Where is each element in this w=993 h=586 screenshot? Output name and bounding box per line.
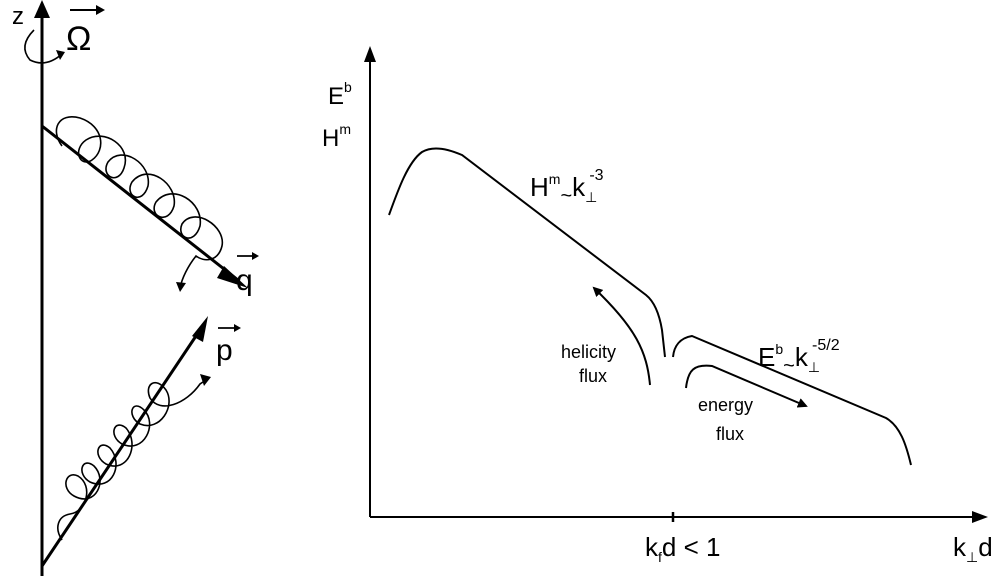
wave-q-helix — [55, 116, 223, 289]
energy-power-law: Eb~k⊥-5/2 — [758, 337, 840, 377]
tick-label-kfd: kfd < 1 — [645, 532, 720, 565]
y-axis-arrowhead — [364, 46, 376, 62]
wave-p-helix-arrowhead — [200, 374, 211, 386]
p-label: p — [216, 334, 233, 367]
wave-p-arrowhead — [192, 316, 208, 342]
energy-spectrum-curve — [672, 334, 912, 466]
p-vector-arrowhead — [234, 324, 241, 332]
wave-p-helix — [57, 379, 207, 541]
helicity-flux-arrow — [592, 286, 651, 386]
q-label: q — [236, 264, 253, 297]
wave-q-axis — [41, 124, 239, 282]
helicity-power-law: Hm~k⊥-3 — [530, 167, 604, 207]
wave-p-axis — [40, 329, 202, 567]
x-axis-arrowhead — [972, 511, 988, 523]
q-vector-arrowhead — [252, 252, 259, 260]
helicity-spectrum-curve — [388, 147, 666, 358]
energy-flux-label-line1: energy — [698, 395, 753, 415]
wave-q-arrowhead — [217, 266, 248, 288]
energy-flux-label-line2: flux — [716, 424, 744, 444]
energy-flux-arrow — [685, 364, 808, 408]
x-label-kperp-d: k⊥d — [953, 532, 993, 565]
omega-symbol: Ω — [66, 20, 91, 58]
y-label-hm: Hm — [322, 121, 351, 152]
rotation-frame: z Ω q p — [12, 0, 259, 576]
helicity-flux-label-line1: helicity — [561, 342, 616, 362]
rotation-arrow-icon — [24, 29, 63, 64]
z-axis-label: z — [12, 3, 24, 30]
helicity-flux-label-line2: flux — [579, 366, 607, 386]
z-axis-arrowhead — [34, 0, 50, 18]
rotation-arrowhead — [56, 50, 65, 60]
spectrum-plot: Eb Hm k⊥d kfd < 1 Hm~k⊥-3 Eb~k⊥-5/2 heli… — [322, 46, 993, 565]
wave-q-helix-arrowhead — [176, 282, 186, 292]
y-label-eb: Eb — [328, 79, 352, 110]
omega-vector-arrowhead — [96, 5, 105, 15]
